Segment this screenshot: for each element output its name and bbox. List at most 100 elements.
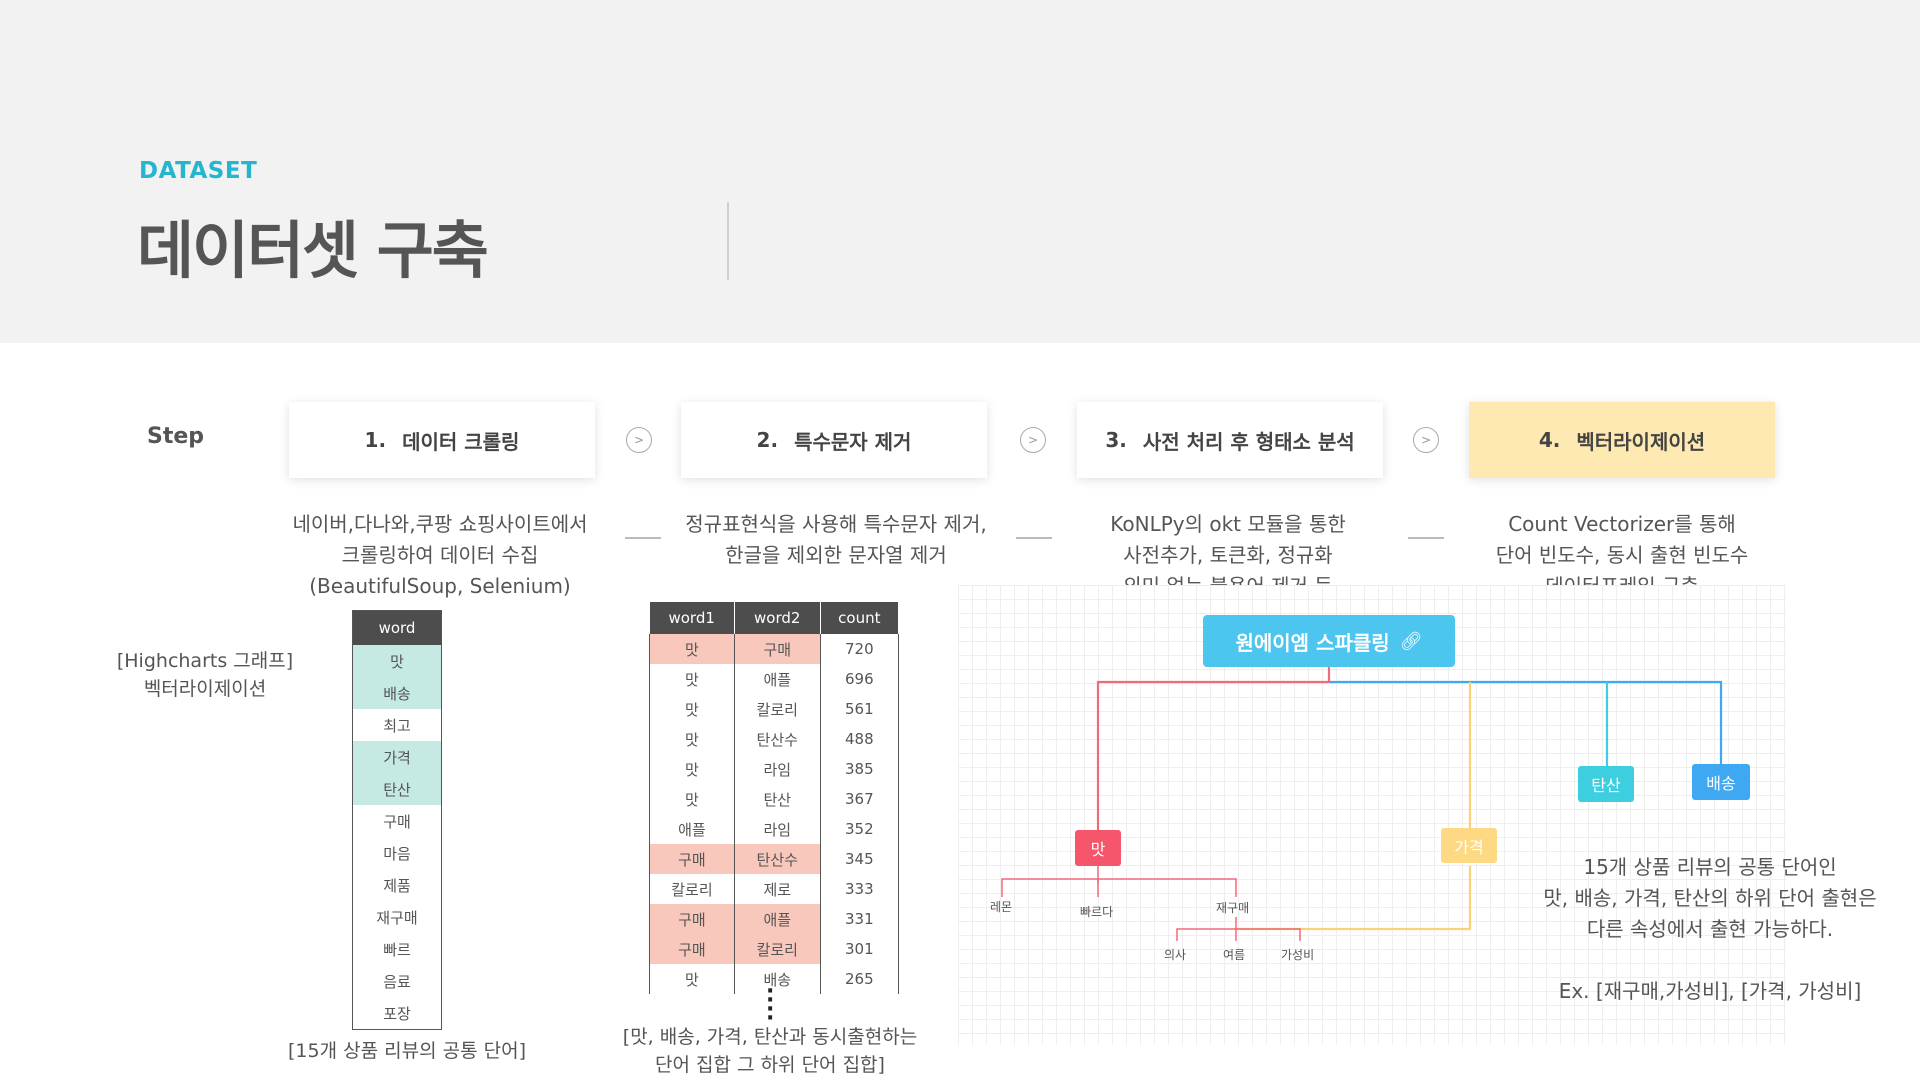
word-row: 제품 xyxy=(383,876,411,895)
cell-count: 385 xyxy=(819,754,900,784)
node-price[interactable]: 가격 xyxy=(1441,828,1497,863)
step-4-label: 벡터라이제이션 xyxy=(1576,429,1706,454)
step-3-box: 3. 사전 처리 후 형태소 분석 xyxy=(1077,402,1383,478)
cooccurrence-caption-line2: 단어 집합 그 하위 단어 집합] xyxy=(655,1054,885,1076)
leaf-doctor: 의사 xyxy=(1164,948,1187,962)
cell-w1: 맛 xyxy=(649,754,735,784)
header-divider xyxy=(727,202,729,280)
cell-w1: 애플 xyxy=(649,814,735,844)
cooccurrence-caption-line1: [맛, 배송, 가격, 탄산과 동시출현하는 xyxy=(622,1026,918,1048)
cell-w2: 애플 xyxy=(733,664,821,694)
cell-count: 367 xyxy=(819,784,900,814)
word-row: 배송 xyxy=(353,677,441,709)
step-3-label: 사전 처리 후 형태소 분석 xyxy=(1142,429,1355,454)
word-row: 구매 xyxy=(383,812,411,831)
cell-count: 345 xyxy=(819,844,900,874)
highcharts-caption-line2: 벡터라이제이션 xyxy=(143,678,267,700)
cell-w2: 배송 xyxy=(733,964,821,994)
cell-count: 720 xyxy=(819,634,900,664)
word-row: 탄산 xyxy=(353,773,441,805)
cell-w1: 맛 xyxy=(649,724,735,754)
step-1-number: 1. xyxy=(364,428,387,452)
cooccurrence-header-row: word1 word2 count xyxy=(649,602,900,634)
cell-w2: 탄산수 xyxy=(733,724,821,754)
step-4-number: 4. xyxy=(1538,428,1561,452)
word-row: 빠르 xyxy=(383,940,411,959)
edge-taste-leaves xyxy=(1001,878,1237,897)
cell-w1: 칼로리 xyxy=(649,874,735,904)
step-1-description: 네이버,다나와,쿠팡 쇼핑사이트에서 크롤링하여 데이터 수집 (Beautif… xyxy=(292,512,588,598)
step-1-label: 데이터 크롤링 xyxy=(402,429,520,454)
cell-count: 265 xyxy=(819,964,900,994)
leaf-summer: 여름 xyxy=(1223,948,1246,962)
step-3-number: 3. xyxy=(1105,428,1127,452)
cell-w1: 구매 xyxy=(649,844,735,874)
step-4-box: 4. 벡터라이제이션 xyxy=(1469,402,1775,478)
cell-w1: 구매 xyxy=(649,934,735,964)
highcharts-caption-line1: [Highcharts 그래프] xyxy=(116,650,294,672)
word-row: 포장 xyxy=(383,1004,411,1023)
header-band xyxy=(0,0,1920,343)
common-word-caption: [15개 상품 리뷰의 공통 단어] xyxy=(288,1040,526,1062)
cell-count: 488 xyxy=(819,724,900,754)
step-2-label: 특수문자 제거 xyxy=(794,429,912,454)
step-divider xyxy=(1016,537,1052,539)
cell-w1: 맛 xyxy=(649,964,735,994)
cooccurrence-caption: [맛, 배송, 가격, 탄산과 동시출현하는 단어 집합 그 하위 단어 집합] xyxy=(600,1023,940,1079)
column-header-word2: word2 xyxy=(734,602,821,634)
column-header-word1: word1 xyxy=(649,602,735,634)
cell-w1: 구매 xyxy=(649,904,735,934)
step-2-number: 2. xyxy=(756,428,779,452)
more-rows-indicator: ···· xyxy=(766,979,775,1031)
arrow-right-icon: > xyxy=(1413,427,1439,453)
cell-w2: 라임 xyxy=(733,754,821,784)
cell-count: 352 xyxy=(819,814,900,844)
word-row: 음료 xyxy=(383,972,411,991)
step-1-box: 1. 데이터 크롤링 xyxy=(289,402,595,478)
node-taste[interactable]: 맛 xyxy=(1075,830,1121,866)
word-table-header: word xyxy=(353,611,441,645)
cell-w1: 맛 xyxy=(649,634,735,664)
cell-w2: 애플 xyxy=(733,904,821,934)
leaf-rebuy: 재구매 xyxy=(1216,901,1250,915)
cell-w1: 맛 xyxy=(649,784,735,814)
step-2-description: 정규표현식을 사용해 특수문자 제거, 한글을 제외한 문자열 제거 xyxy=(685,512,987,567)
cell-count: 561 xyxy=(819,694,900,724)
step-label: Step xyxy=(147,424,205,449)
edge-price-leaves xyxy=(1234,866,1472,931)
leaf-lemon: 레몬 xyxy=(990,900,1013,914)
step-divider xyxy=(1408,537,1444,539)
word-row: 마음 xyxy=(383,844,411,863)
leaf-fast: 빠르다 xyxy=(1080,905,1114,919)
leaf-value: 가성비 xyxy=(1281,948,1315,962)
edge-rebuy-leaves xyxy=(1176,928,1301,941)
cell-w2: 제로 xyxy=(733,874,821,904)
arrow-right-icon: > xyxy=(626,427,652,453)
node-delivery[interactable]: 배송 xyxy=(1692,764,1750,800)
cell-count: 301 xyxy=(819,934,900,964)
cell-count: 331 xyxy=(819,904,900,934)
column-header-count: count xyxy=(820,602,900,634)
cell-w1: 맛 xyxy=(649,694,735,724)
root-node-brand[interactable]: 원에이엠 스파클링 🔗︎ xyxy=(1203,615,1455,667)
link-icon: 🔗︎ xyxy=(1399,630,1423,652)
graph-note-example: Ex. [재구매,가성비], [가격, 가성비] xyxy=(1558,979,1862,1003)
cell-w2: 라임 xyxy=(733,814,821,844)
cell-w2: 칼로리 xyxy=(733,694,821,724)
step-2-box: 2. 특수문자 제거 xyxy=(681,402,987,478)
cell-count: 333 xyxy=(819,874,900,904)
cell-w2: 탄산수 xyxy=(733,844,821,874)
step-divider xyxy=(625,537,661,539)
edge-root-taste xyxy=(1096,680,1329,847)
cell-count: 696 xyxy=(819,664,900,694)
arrow-right-icon: > xyxy=(1020,427,1046,453)
node-carbon[interactable]: 탄산 xyxy=(1578,766,1634,802)
